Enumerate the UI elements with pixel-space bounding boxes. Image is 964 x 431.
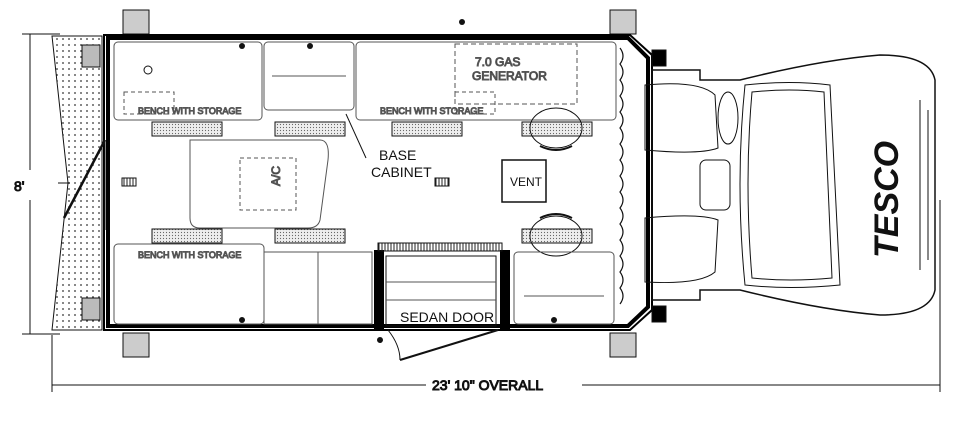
width-dimension-label: 8' (14, 178, 24, 194)
vent: VENT (501, 159, 547, 203)
brand-logo: TESCO (868, 141, 906, 258)
rear-door (58, 139, 107, 230)
body-walls (103, 34, 653, 331)
fixtures (143, 19, 557, 343)
bench-top-left: BENCH WITH STORAGE (113, 41, 263, 121)
seat-cushions (151, 121, 593, 244)
generator-label-line1: 7.0 GAS (475, 55, 520, 69)
bottom-cabinets (263, 251, 615, 325)
base-cabinet-callout: BASE CABINET (345, 113, 432, 180)
brand-logo-text: TESCO (868, 141, 906, 258)
generator: 7.0 GAS GENERATOR (454, 43, 578, 105)
base-cabinet (263, 41, 355, 111)
chairs (529, 107, 583, 257)
vent-label: VENT (510, 175, 543, 189)
floor-grates (121, 177, 450, 187)
base-cabinet-label-line2: CABINET (371, 164, 432, 180)
sedan-door-label: SEDAN DOOR (400, 309, 494, 325)
bench-bottom-left-label: BENCH WITH STORAGE (138, 250, 241, 260)
dimension-width: 8' (14, 33, 60, 335)
base-cabinet-label-line1: BASE (379, 147, 416, 163)
ac-label: A/C (269, 166, 283, 186)
dimension-length: 23' 10" OVERALL (51, 200, 941, 394)
length-dimension-label: 23' 10" OVERALL (432, 377, 543, 393)
bench-top-right-label: BENCH WITH STORAGE (380, 106, 483, 116)
sedan-door: SEDAN DOOR (374, 242, 510, 361)
bench-top-left-label: BENCH WITH STORAGE (138, 106, 241, 116)
wheels (122, 9, 637, 358)
generator-label-line2: GENERATOR (472, 69, 547, 83)
truck-cab (644, 49, 936, 323)
rear-step (51, 35, 103, 331)
ac-unit: A/C (189, 139, 329, 229)
